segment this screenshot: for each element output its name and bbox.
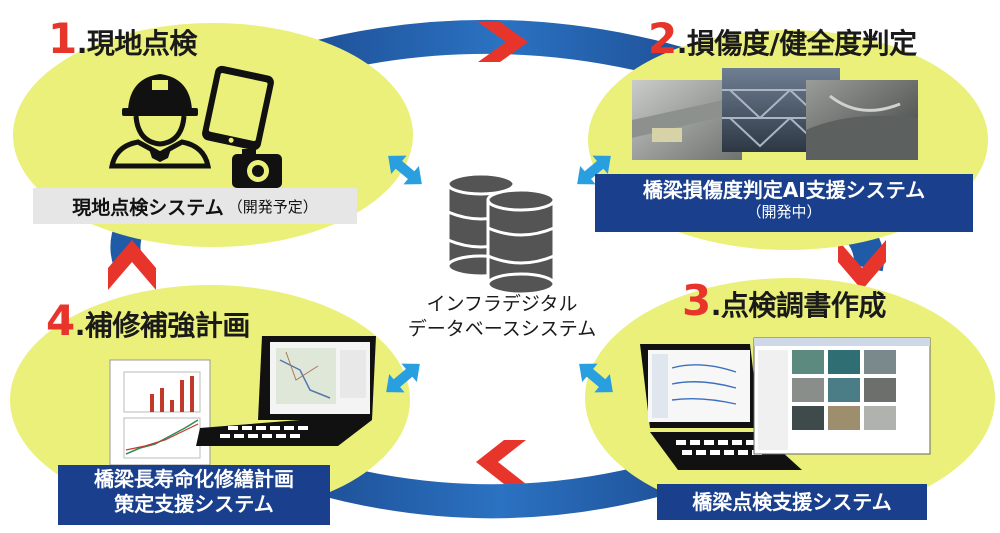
step1-status: （開発予定） xyxy=(227,197,318,216)
step2-heading: 2.損傷度/健全度判定 xyxy=(648,14,917,63)
bridge-photo xyxy=(632,68,918,160)
red-chevron-left-bottom xyxy=(476,440,526,484)
step1-number: 1 xyxy=(48,14,77,63)
step4-system-label-line2: 策定支援システム xyxy=(114,492,274,516)
chart-paper-icon xyxy=(109,359,211,466)
step3-heading: 3.点検調書作成 xyxy=(682,276,886,325)
step3-number: 3 xyxy=(682,276,711,325)
database-icon xyxy=(446,172,556,296)
laptop-icon xyxy=(196,336,376,446)
connector-arrow-top-right xyxy=(577,155,611,185)
center-label-line1: インフラデジタル xyxy=(426,293,578,315)
center-label-line2: データベースシステム xyxy=(407,317,597,340)
connector-arrow-bottom-left xyxy=(386,363,420,393)
step1-heading: 1.現地点検 xyxy=(48,14,197,63)
step3-title: .点検調書作成 xyxy=(710,289,887,322)
camera-icon xyxy=(232,149,282,188)
worker-icon xyxy=(108,74,212,169)
connector-arrow-top-left xyxy=(388,155,422,185)
step4-system-label-line1: 橋梁長寿命化修繕計画 xyxy=(94,467,294,491)
red-chevron-right-top xyxy=(478,22,528,62)
step1-system-label: 現地点検システム xyxy=(72,196,224,219)
step2-system-box: 橋梁損傷度判定AI支援システム （開発中） xyxy=(595,174,973,232)
step1-title: .現地点検 xyxy=(76,27,198,60)
red-chevron-up-left xyxy=(108,240,156,290)
step3-system-label: 橋梁点検支援システム xyxy=(692,490,892,514)
inspection-screen xyxy=(753,337,931,455)
step4-number: 4 xyxy=(46,296,75,345)
step4-system-box: 橋梁長寿命化修繕計画 策定支援システム xyxy=(58,465,330,525)
step4-title: .補修補強計画 xyxy=(74,309,251,342)
connector-arrow-bottom-right xyxy=(579,363,613,393)
step2-title: .損傷度/健全度判定 xyxy=(676,27,917,60)
step2-number: 2 xyxy=(648,14,677,63)
step3-system-box: 橋梁点検支援システム xyxy=(657,484,927,520)
center-database-label: インフラデジタル データベースシステム xyxy=(392,292,612,341)
red-chevron-down-right xyxy=(838,240,886,290)
step2-system-label: 橋梁損傷度判定AI支援システム xyxy=(642,178,926,202)
step1-system-box: 現地点検システム（開発予定） xyxy=(33,188,357,224)
tablet-icon xyxy=(202,65,274,151)
step2-status: （開発中） xyxy=(746,203,822,221)
step4-heading: 4.補修補強計画 xyxy=(46,296,250,345)
